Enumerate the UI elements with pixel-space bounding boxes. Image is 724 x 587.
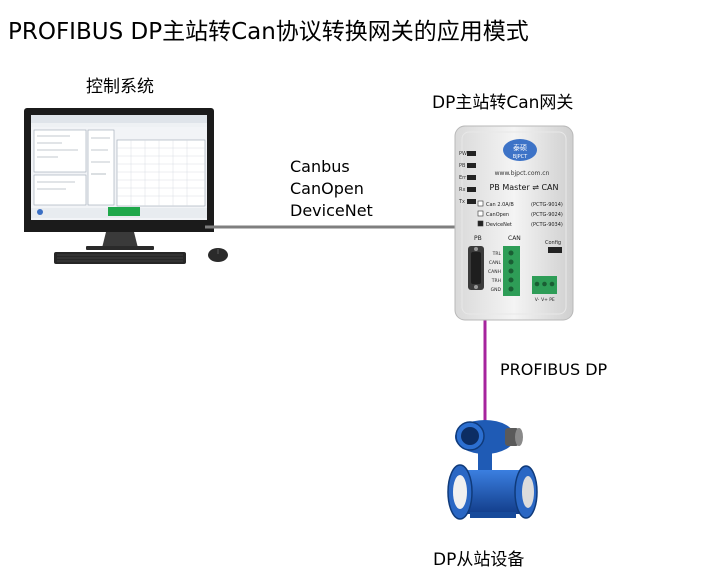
mouse-icon bbox=[208, 248, 228, 262]
option-name: Can 2.0A/B bbox=[486, 202, 514, 208]
slave-device-label: DP从站设备 bbox=[433, 550, 525, 570]
can-protocol-item: DeviceNet bbox=[290, 201, 373, 220]
can-pin-label: CANL bbox=[489, 260, 502, 266]
control-system-label: 控制系统 bbox=[86, 77, 154, 97]
dp-link-label: PROFIBUS DP bbox=[500, 360, 608, 379]
gateway-device: 泰硕 BJPCT www.bjpct.com.cn PB Master ⇌ CA… bbox=[454, 125, 574, 321]
can-pin-label: CANH bbox=[488, 269, 501, 275]
website-text: www.bjpct.com.cn bbox=[495, 170, 550, 177]
led-label: PW bbox=[459, 151, 467, 157]
option-code: (PCTG-9024) bbox=[531, 212, 563, 218]
flow-meter-icon bbox=[447, 420, 538, 520]
led-indicator bbox=[467, 199, 476, 204]
port-pb-label: PB bbox=[474, 235, 482, 242]
option-name: DeviceNet bbox=[486, 222, 512, 228]
led-indicator bbox=[467, 151, 476, 156]
option-code: (PCTG-9034) bbox=[531, 222, 563, 228]
mode-text: PB Master ⇌ CAN bbox=[489, 183, 558, 192]
can-protocol-item: CanOpen bbox=[290, 179, 364, 198]
can-protocol-item: Canbus bbox=[290, 157, 350, 176]
port-can-label: CAN bbox=[508, 235, 521, 242]
brand-text: 泰硕 bbox=[513, 143, 527, 152]
power-pin-label: PE bbox=[549, 297, 555, 303]
option-checkbox bbox=[477, 210, 484, 217]
led-label: Rx bbox=[459, 187, 465, 193]
led-label: PB bbox=[459, 163, 466, 169]
can-pin-label: GND bbox=[491, 287, 502, 293]
option-code: (PCTG-9014) bbox=[531, 202, 563, 208]
led-indicator bbox=[467, 187, 476, 192]
can-pin-label: TRL bbox=[492, 251, 502, 257]
page-title: PROFIBUS DP主站转Can协议转换网关的应用模式 bbox=[8, 19, 529, 45]
brand-sub: BJPCT bbox=[513, 154, 528, 160]
config-port bbox=[548, 247, 562, 253]
led-indicator bbox=[467, 163, 476, 168]
keyboard-icon bbox=[54, 252, 186, 264]
can-pin-label: TRH bbox=[491, 278, 501, 284]
option-name: CanOpen bbox=[486, 212, 509, 218]
power-pin-label: V- bbox=[535, 297, 540, 303]
option-checkbox bbox=[477, 220, 484, 227]
computer-icon bbox=[24, 108, 214, 250]
power-pin-label: V+ bbox=[541, 297, 548, 303]
config-label: Config bbox=[545, 240, 561, 246]
led-label: Tx bbox=[458, 199, 465, 205]
gateway-label: DP主站转Can网关 bbox=[432, 93, 574, 113]
can-protocol-list: Canbus CanOpen DeviceNet bbox=[290, 156, 373, 222]
led-label: Err bbox=[459, 175, 467, 181]
option-checkbox bbox=[477, 200, 484, 207]
led-indicator bbox=[467, 175, 476, 180]
